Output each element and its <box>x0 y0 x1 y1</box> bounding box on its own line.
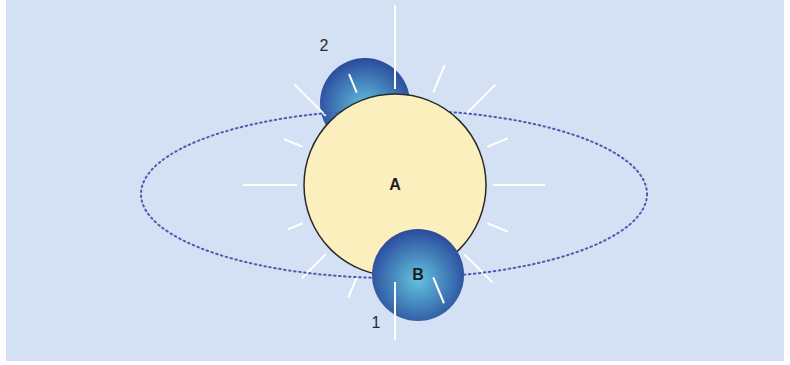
star-ray <box>295 85 326 116</box>
callout-number: 2 <box>320 38 329 54</box>
background-panel <box>6 0 784 361</box>
planet-circle: B <box>372 229 464 321</box>
star-ray <box>394 5 396 89</box>
star-ray <box>302 254 326 278</box>
star-ray <box>284 139 302 147</box>
star-ray <box>243 184 297 186</box>
star-rays <box>243 5 545 340</box>
star-ray <box>348 277 356 297</box>
body-letter: B <box>412 267 424 283</box>
star-ray <box>487 138 507 146</box>
body-letter: A <box>389 177 401 193</box>
star-ray <box>349 74 357 92</box>
star-ray <box>487 223 507 231</box>
star-ray <box>493 184 545 186</box>
star-ray <box>394 282 396 340</box>
star-ray <box>464 85 495 116</box>
star-ray <box>288 223 303 229</box>
star-ray <box>433 65 444 93</box>
star-ray <box>433 277 444 303</box>
star-ray <box>464 254 492 282</box>
planet-disc <box>372 229 464 321</box>
callout-number: 1 <box>372 315 381 331</box>
star-ray <box>394 282 396 340</box>
